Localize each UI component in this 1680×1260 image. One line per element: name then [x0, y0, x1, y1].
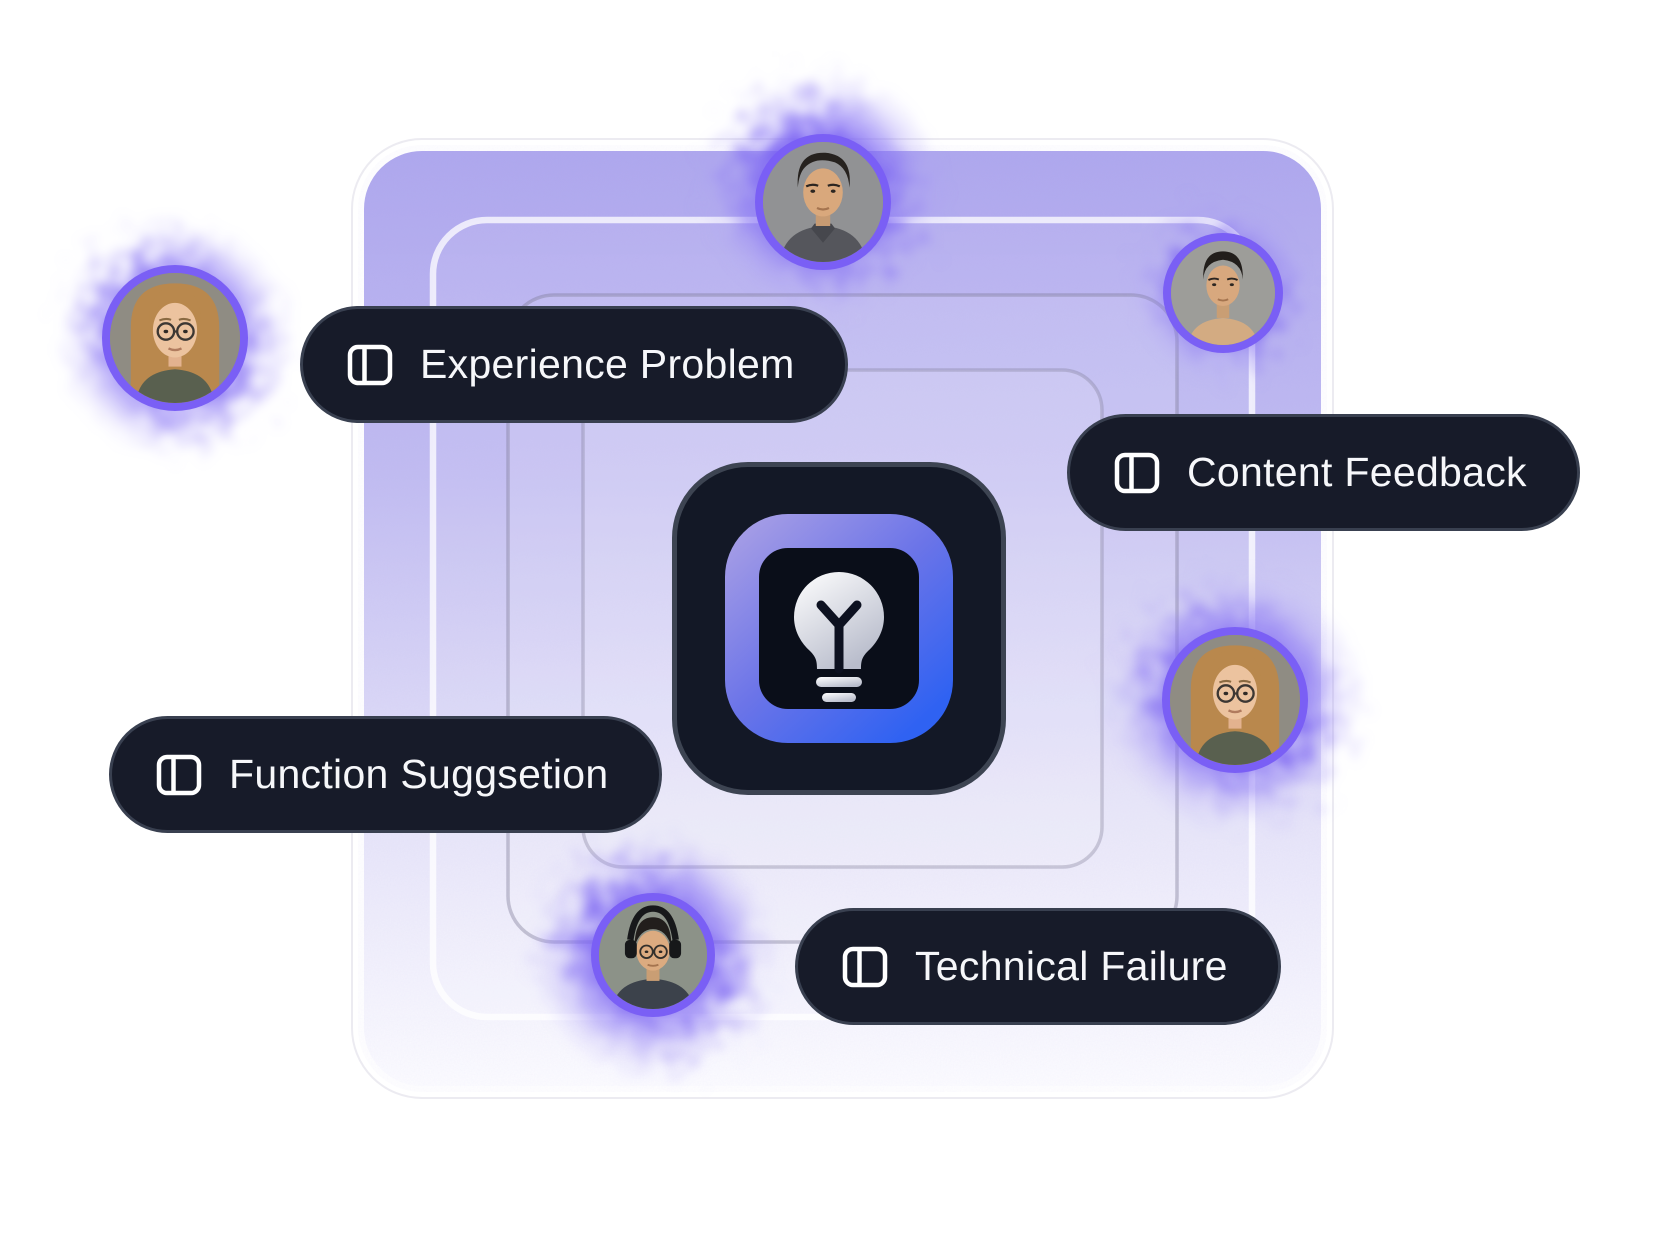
badge-label: Content Feedback	[1187, 449, 1527, 495]
badge-content-feedback: Content Feedback	[1067, 414, 1580, 531]
avatar-man-short-hair	[1163, 233, 1283, 353]
panel-left-icon	[347, 344, 393, 386]
panel-left-icon	[842, 946, 888, 988]
idea-center-tile	[672, 462, 1006, 795]
badge-experience-problem: Experience Problem	[300, 306, 848, 423]
lightbulb-icon	[725, 514, 953, 743]
badge-label: Function Suggsetion	[229, 751, 609, 797]
avatar-woman-glasses	[102, 265, 248, 411]
panel-left-icon	[1114, 452, 1160, 494]
badge-function-suggestion: Function Suggsetion	[109, 716, 662, 833]
avatar-woman-glasses	[1162, 627, 1308, 773]
avatar-man-swept-hair	[755, 134, 891, 270]
panel-left-icon	[156, 754, 202, 796]
badge-technical-failure: Technical Failure	[795, 908, 1281, 1025]
badge-label: Experience Problem	[420, 341, 795, 387]
avatar-man-headphones	[591, 893, 715, 1017]
badge-label: Technical Failure	[915, 943, 1228, 989]
